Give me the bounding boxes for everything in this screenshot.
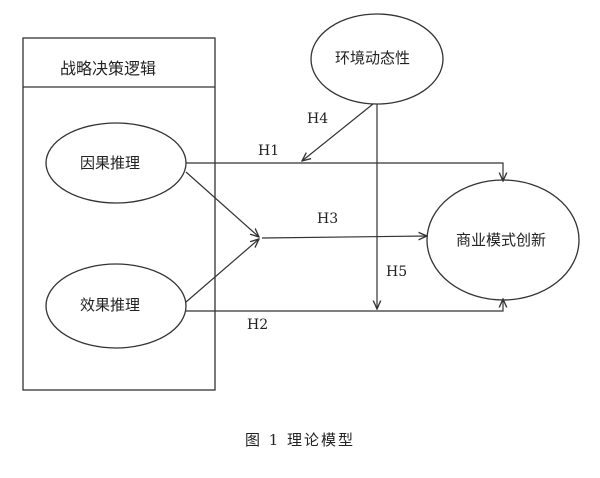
h4-label: H4: [307, 111, 329, 127]
effectual-node: [45, 263, 187, 349]
causal-to-junction-line: [185, 171, 259, 237]
causal-node-label: 因果推理: [80, 154, 141, 172]
h1-label: H1: [258, 143, 280, 159]
strategy-box-title: 战略决策逻辑: [60, 59, 157, 78]
effectual-to-junction-line: [185, 239, 259, 303]
effectual-node-label: 效果推理: [80, 296, 141, 314]
h2-arrow: [186, 299, 503, 312]
h1-arrow: [186, 162, 503, 181]
h2-label: H2: [247, 317, 269, 333]
figure-caption: 图 1 理论模型: [244, 431, 356, 449]
h5-label: H5: [386, 264, 408, 280]
h3-label: H3: [317, 211, 339, 227]
h3-arrow: [261, 236, 427, 238]
innovation-node-label: 商业模式创新: [456, 231, 547, 249]
h4-arrow: [302, 103, 374, 161]
environment-node-label: 环境动态性: [335, 49, 411, 67]
